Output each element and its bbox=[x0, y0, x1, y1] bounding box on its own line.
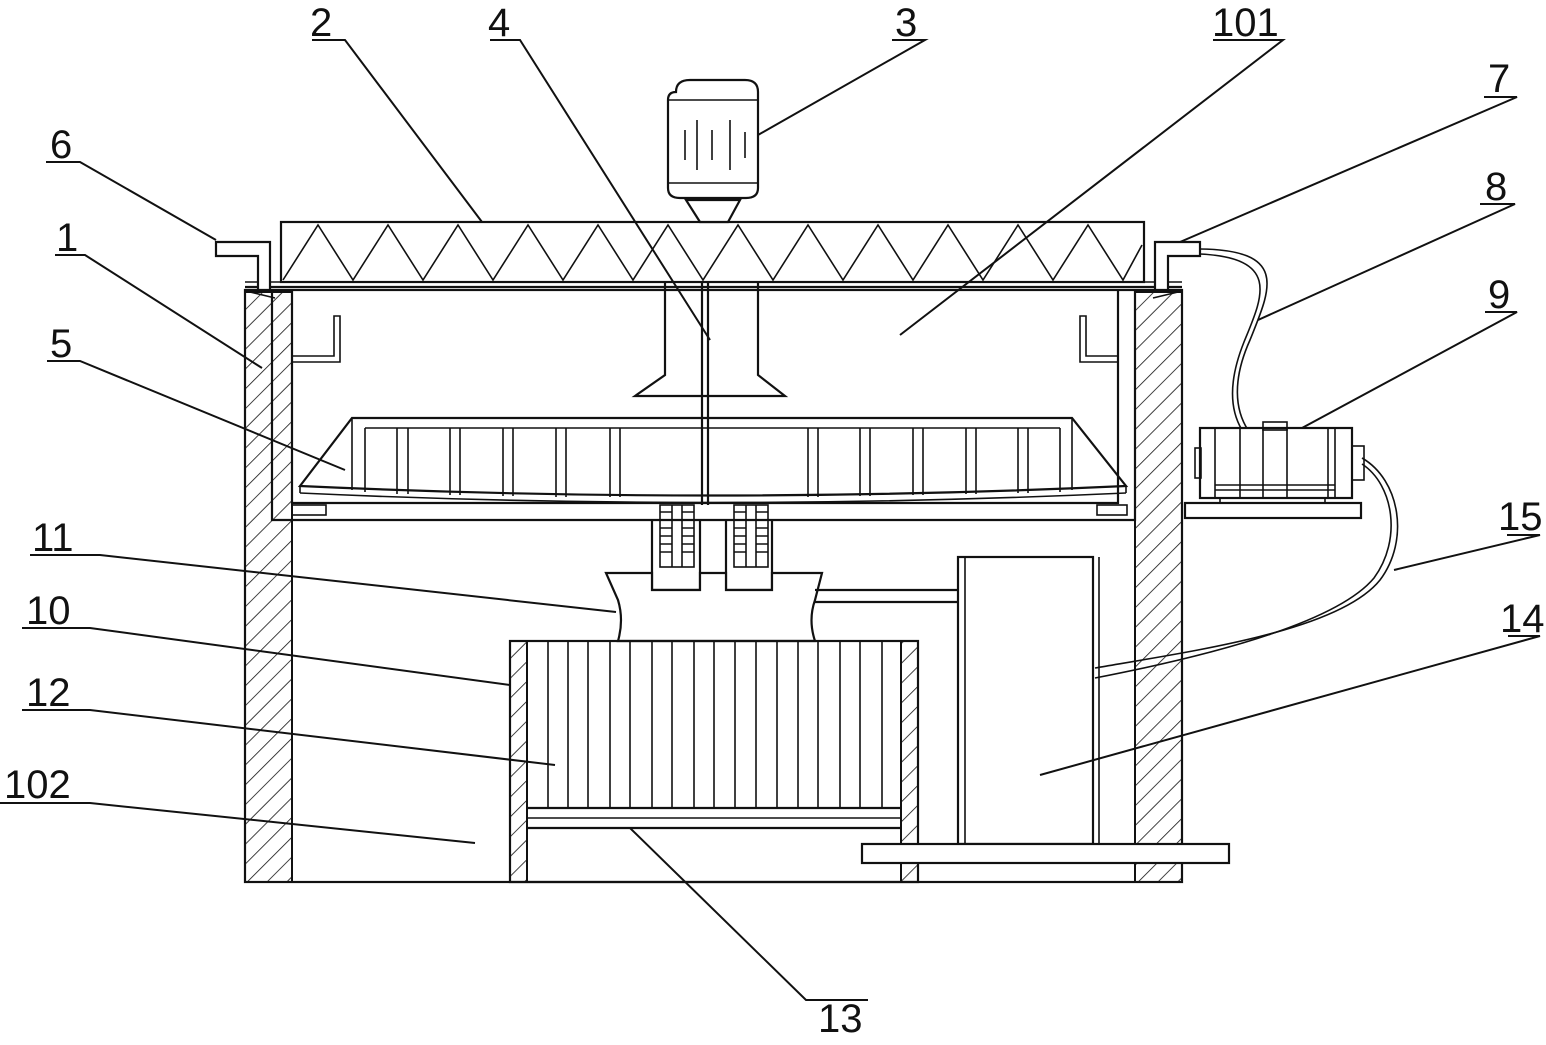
label-4: 4 bbox=[488, 1, 510, 45]
label-6: 6 bbox=[50, 123, 72, 167]
spring-coupling bbox=[650, 504, 774, 592]
hose-8 bbox=[1199, 248, 1268, 431]
sieve-plate bbox=[297, 416, 1129, 504]
housing bbox=[243, 288, 1184, 884]
label-7: 7 bbox=[1488, 57, 1510, 101]
label-3: 3 bbox=[895, 1, 917, 45]
inlet-pipe bbox=[214, 240, 272, 292]
label-10: 10 bbox=[26, 589, 71, 633]
label-9: 9 bbox=[1488, 273, 1510, 317]
label-101: 101 bbox=[1212, 1, 1279, 45]
label-13: 13 bbox=[818, 997, 863, 1041]
label-12: 12 bbox=[26, 671, 71, 715]
water-tank bbox=[860, 555, 1231, 865]
outlet-pipe bbox=[1153, 240, 1202, 292]
label-1: 1 bbox=[56, 216, 78, 260]
shaft bbox=[631, 282, 789, 505]
leader-lines bbox=[0, 39, 1541, 1001]
label-2: 2 bbox=[310, 1, 332, 45]
motor bbox=[666, 78, 760, 224]
label-14: 14 bbox=[1500, 597, 1545, 641]
label-102: 102 bbox=[4, 763, 71, 807]
filter-box bbox=[508, 639, 920, 884]
connecting-pipe bbox=[815, 588, 958, 604]
hose-15 bbox=[1094, 457, 1399, 679]
label-5: 5 bbox=[50, 322, 72, 366]
label-15: 15 bbox=[1498, 495, 1543, 539]
cover-truss bbox=[245, 220, 1182, 289]
reference-labels: 2 4 3 101 7 8 9 15 14 6 1 5 11 10 12 102… bbox=[4, 1, 1545, 1041]
pump bbox=[1183, 421, 1365, 520]
label-11: 11 bbox=[32, 516, 74, 560]
hopper bbox=[604, 571, 824, 643]
upper-chamber bbox=[249, 290, 1179, 522]
label-8: 8 bbox=[1485, 165, 1507, 209]
